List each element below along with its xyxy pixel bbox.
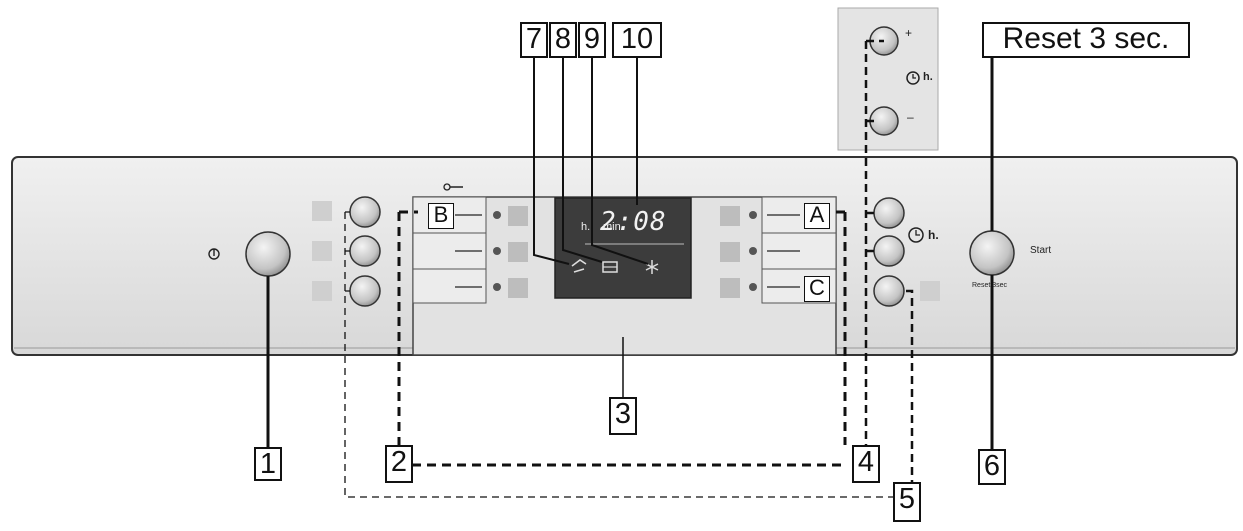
half-load-button[interactable]	[873, 275, 905, 307]
callout-1: 1	[254, 447, 282, 481]
display-unit-min: min	[603, 221, 621, 233]
callout-6: 6	[978, 449, 1006, 485]
callout-8: 8	[549, 22, 577, 58]
program-letter-c: C	[804, 276, 830, 302]
leader-lines	[266, 39, 994, 498]
program-button-3[interactable]	[349, 275, 381, 307]
inset-clock-icon	[906, 71, 920, 85]
reset-callout: Reset 3 sec.	[982, 22, 1190, 58]
start-label: Start	[1030, 245, 1052, 256]
callout-9: 9	[578, 22, 606, 58]
inset-h-label: h.	[923, 71, 933, 83]
callout-3: 3	[609, 397, 637, 435]
digital-display	[554, 197, 692, 299]
clock-icon	[908, 227, 924, 243]
callout-2: 2	[385, 445, 413, 483]
reset-small-label: Reset 3sec	[972, 282, 1008, 289]
rinse-aid-icon	[571, 259, 587, 273]
timer-minus-button[interactable]	[869, 106, 899, 136]
program-letter-a: A	[804, 203, 830, 229]
callout-5: 5	[893, 482, 921, 522]
program-letter-b: B	[428, 203, 454, 229]
callout-7: 7	[520, 22, 548, 58]
main-switch-button[interactable]	[245, 231, 291, 277]
timer-h-label: h.	[928, 228, 939, 242]
water-supply-icon	[645, 260, 659, 274]
key-icon	[443, 183, 463, 191]
callout-10: 10	[612, 22, 662, 58]
option-button[interactable]	[873, 235, 905, 267]
display-time: 2:08	[600, 207, 667, 237]
program-button-2[interactable]	[349, 235, 381, 267]
program-button-1[interactable]	[349, 196, 381, 228]
callout-4: 4	[852, 445, 880, 483]
power-icon	[208, 248, 220, 260]
minus-label: –	[907, 110, 914, 124]
display-unit-h: h.	[581, 221, 591, 233]
plus-label: +	[905, 26, 913, 40]
timer-button[interactable]	[873, 197, 905, 229]
start-button[interactable]	[969, 230, 1015, 276]
salt-icon	[602, 261, 618, 273]
left-indicator-rows	[412, 196, 528, 304]
